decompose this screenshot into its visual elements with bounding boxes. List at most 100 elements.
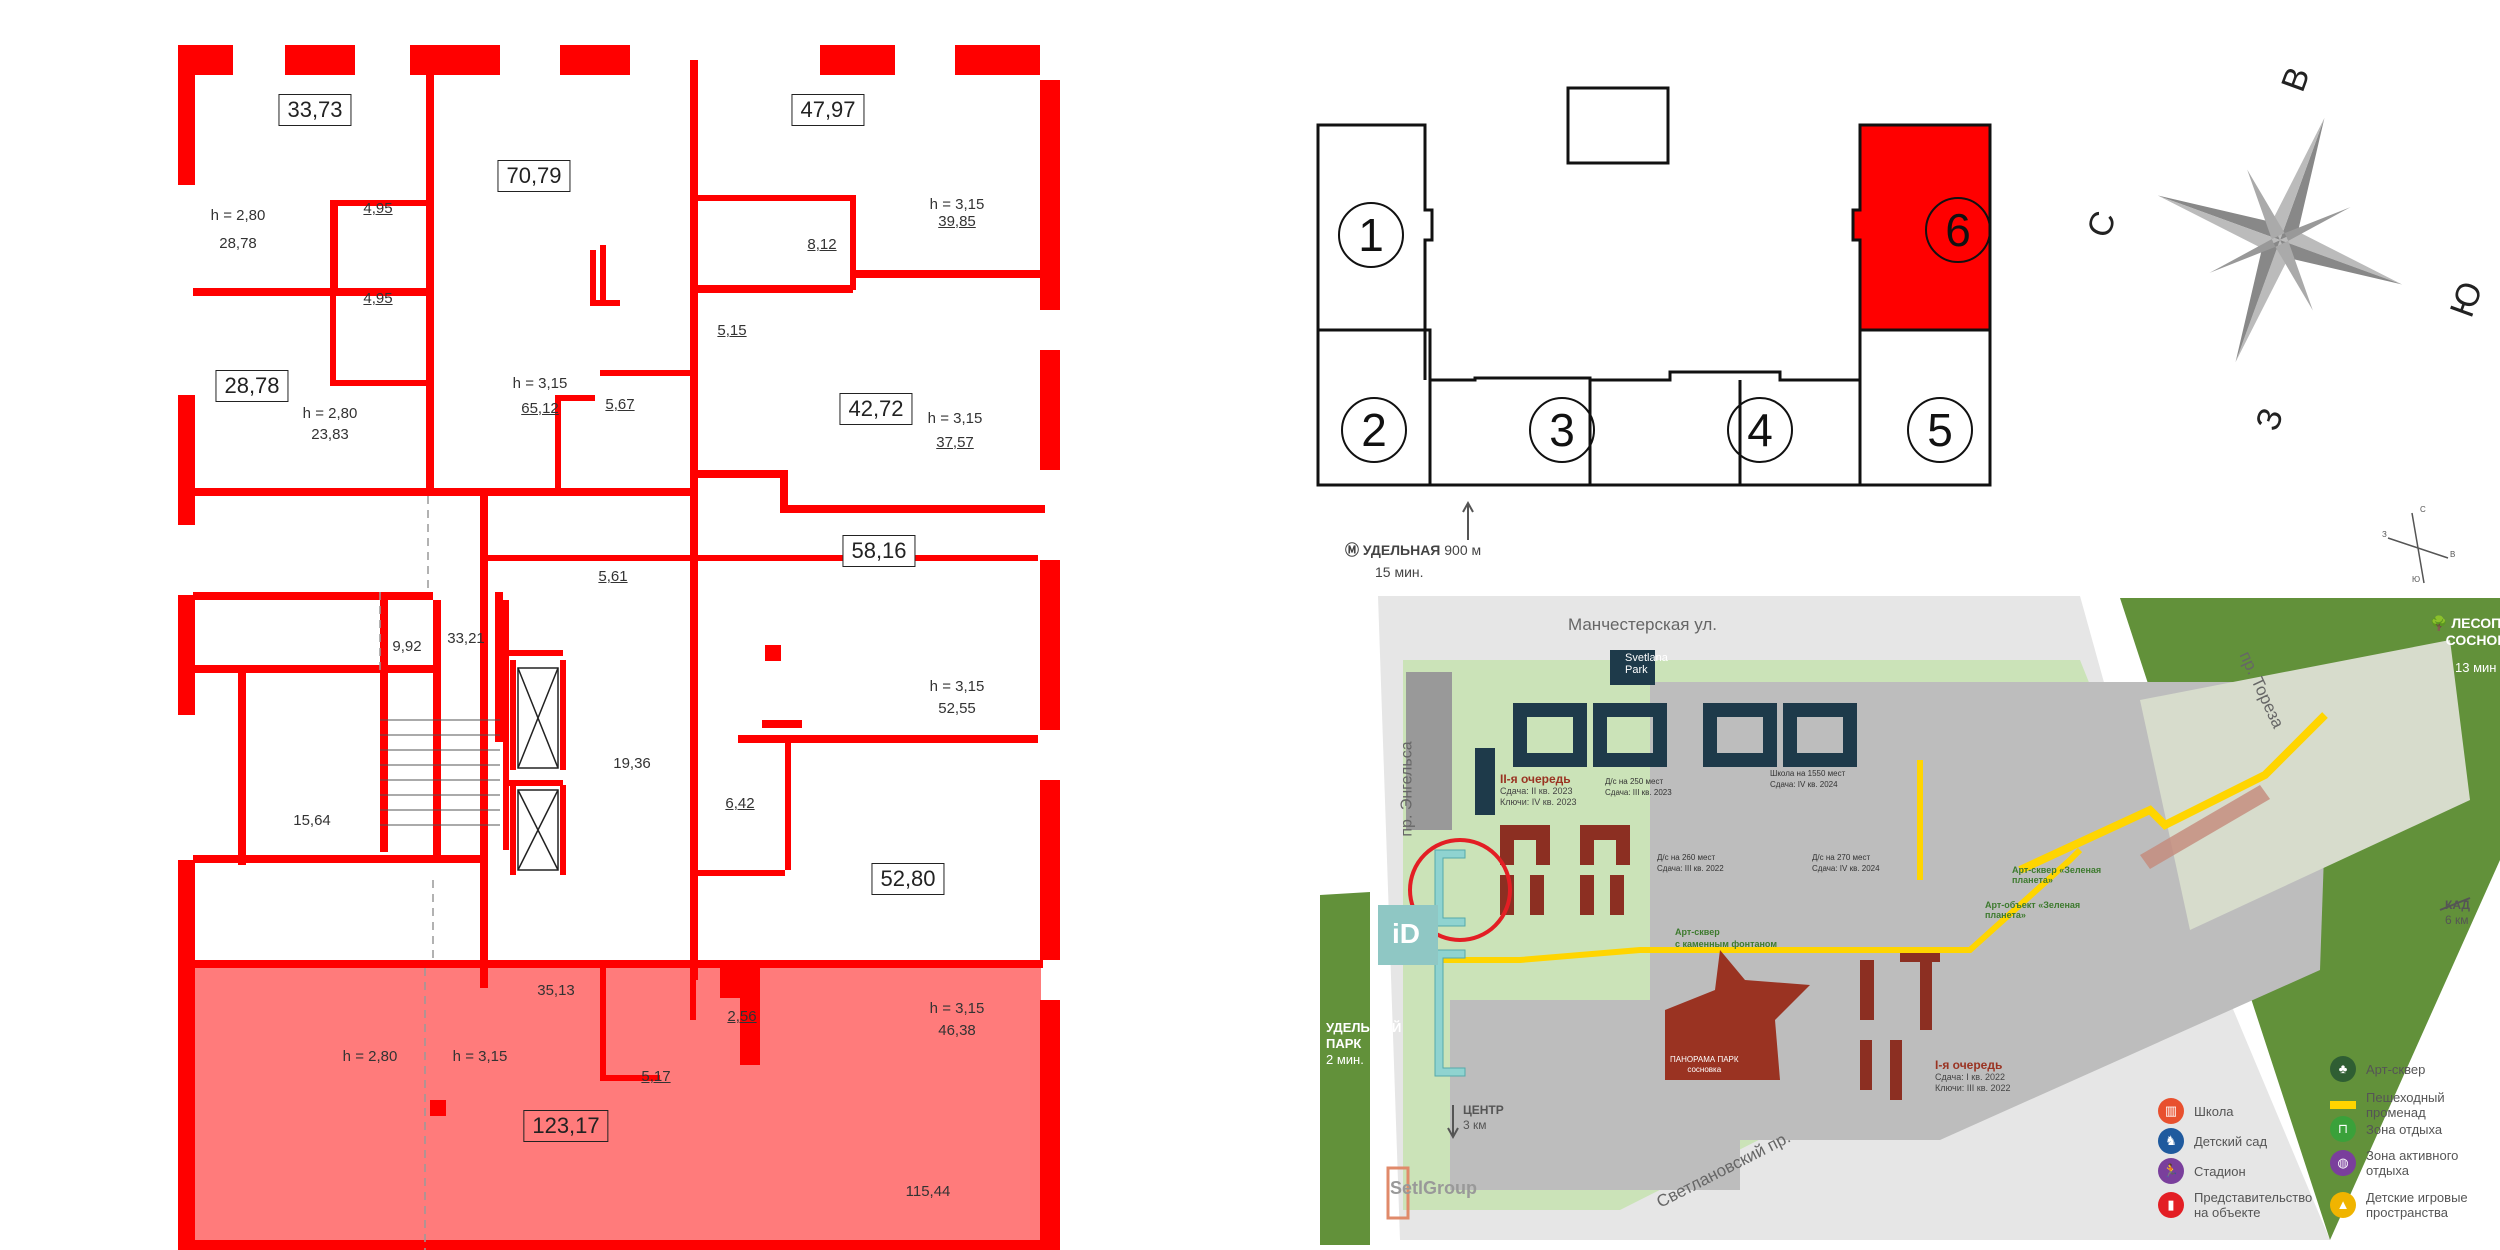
section-6[interactable]: 6 [1925, 197, 1991, 263]
room-area-box[interactable]: 28,78 [215, 370, 289, 402]
room-area: 37,57 [936, 434, 974, 451]
legend-item-rest-zone: ⊓ Зона отдыха [2330, 1116, 2442, 1142]
room-area: 8,12 [807, 236, 837, 253]
section-2[interactable]: 2 [1341, 397, 1407, 463]
legend-label: Стадион [2194, 1163, 2246, 1179]
panorama-sub: сосновка [1687, 1065, 1722, 1074]
legend-item-kindergarten: ♞Детский сад [2158, 1128, 2267, 1154]
ceiling-height: h = 2,80 [342, 1048, 398, 1065]
legend-label: Пешеходный променад [2366, 1090, 2445, 1120]
metro-time: 15 мин. [1375, 564, 1424, 580]
promenade-line [2330, 1101, 2356, 1109]
metro-distance: 900 м [1444, 542, 1482, 558]
legend-label: Зона отдыха [2366, 1121, 2443, 1137]
ds250-line: Сдача: III кв. 2023 [1605, 788, 1672, 797]
ceiling-height: h = 3,15 [452, 1048, 508, 1065]
forest-name-2: СОСНОВКА [2445, 632, 2500, 648]
building-scheme: 1 2 3 4 5 6 [1300, 60, 2000, 500]
room-area: 4,95 [363, 200, 393, 217]
street-manchesterskaya: Манчестерская ул. [1568, 615, 1717, 634]
room-area: 23,83 [311, 426, 349, 443]
legend-item-stadium: 🏃Стадион [2158, 1158, 2246, 1184]
ball-icon: ◍ [2330, 1150, 2356, 1176]
room-area: 5,15 [717, 322, 747, 339]
legend-label: Арт-сквер [2366, 1061, 2426, 1077]
school-line: Сдача: IV кв. 2024 [1770, 780, 1838, 789]
section-3[interactable]: 3 [1529, 397, 1595, 463]
legend-item-playground: ▲Детские игровые пространства [2330, 1190, 2476, 1220]
ceiling-height: h = 3,15 [929, 678, 985, 695]
section-5[interactable]: 5 [1907, 397, 1973, 463]
room-area: 52,55 [938, 700, 976, 717]
legend-item-office: ▮Представительство на объекте [2158, 1190, 2314, 1220]
room-area-box[interactable]: 58,16 [842, 535, 916, 567]
setl-group-text: SetlGroup [1390, 1178, 1478, 1198]
legend-label: Детские игровые пространства [2366, 1190, 2468, 1220]
ceiling-height: h = 2,80 [302, 405, 358, 422]
section-4[interactable]: 4 [1727, 397, 1793, 463]
room-area: 5,61 [598, 568, 628, 585]
legend-item-active-zone: ◍ Зона активного отдыха [2330, 1148, 2476, 1178]
elevator-shafts [517, 667, 559, 871]
id-logo-text: iD [1392, 918, 1420, 949]
setl-group-logo [1386, 1166, 1410, 1220]
ceiling-height: h = 3,15 [929, 1000, 985, 1017]
center-name: ЦЕНТР [1463, 1103, 1504, 1117]
room-area: 35,13 [537, 982, 575, 999]
legend-label: Школа [2194, 1103, 2234, 1119]
phase2-line2: Ключи: IV кв. 2023 [1500, 797, 1577, 807]
room-area-box[interactable]: 33,73 [278, 94, 352, 126]
phase1-title: I-я очередь [1935, 1058, 2003, 1072]
room-area: 4,95 [363, 290, 393, 307]
walls [178, 45, 1060, 1250]
selected-building-circle[interactable] [1408, 838, 1512, 942]
legend-label: Детский сад [2194, 1133, 2268, 1149]
mini-compass-n: С [2420, 505, 2426, 514]
kad-arrow-icon [2439, 897, 2471, 911]
mini-compass-w: З [2382, 530, 2387, 539]
room-area-box[interactable]: 47,97 [791, 94, 865, 126]
dashed-partitions [379, 496, 434, 1250]
panorama-park-marker[interactable] [1665, 950, 1810, 1080]
section-1[interactable]: 1 [1338, 202, 1404, 268]
legend-label: Зона активного отдыха [2366, 1148, 2459, 1178]
art-object-green-planet: Арт-объект «Зеленая планета» [1985, 900, 2081, 920]
section-6-highlight[interactable] [1851, 123, 1992, 332]
ds260-line: Сдача: III кв. 2022 [1657, 864, 1724, 873]
room-area: 46,38 [938, 1022, 976, 1039]
svetlana-park-text: Svetlana Park [1625, 652, 1668, 676]
selected-unit-area-box[interactable]: 123,17 [523, 1110, 609, 1142]
school-icon: ▥ [2158, 1098, 2184, 1124]
phase2-title: II-я очередь [1500, 772, 1571, 786]
legend-item-school: ▥ Школа [2158, 1098, 2234, 1124]
room-area: 39,85 [938, 213, 976, 230]
selected-unit-fill[interactable] [193, 968, 1041, 1250]
svetlana-park-logo [1610, 650, 1655, 685]
room-area-box[interactable]: 70,79 [497, 160, 571, 192]
room-area: 33,21 [447, 630, 485, 647]
compass-star-icon [2157, 117, 2403, 363]
phase1-line2: Ключи: III кв. 2022 [1935, 1083, 2011, 1093]
floor-plan: 33,73 70,79 47,97 28,78 42,72 58,16 52,8… [0, 0, 1100, 1250]
room-area-box[interactable]: 52,80 [871, 863, 945, 895]
room-area: 9,92 [392, 638, 422, 655]
panorama-name: ПАНОРАМА ПАРК [1670, 1055, 1739, 1064]
bench-icon: ⊓ [2330, 1116, 2356, 1142]
forest-name-1: ЛЕСОПАРК [2451, 615, 2500, 631]
room-area-box[interactable]: 42,72 [839, 393, 913, 425]
room-area: 2,56 [727, 1008, 757, 1025]
ceiling-height: h = 3,15 [927, 410, 983, 427]
room-area: 28,78 [219, 235, 257, 252]
room-area: 115,44 [905, 1183, 951, 1200]
ds270-line: Сдача: IV кв. 2024 [1812, 864, 1880, 873]
kad-name: КАД [2445, 898, 2470, 912]
floor-plan-walls [178, 45, 1060, 1250]
art-square-green-planet: Арт-сквер «Зеленая планета» [2012, 865, 2102, 885]
